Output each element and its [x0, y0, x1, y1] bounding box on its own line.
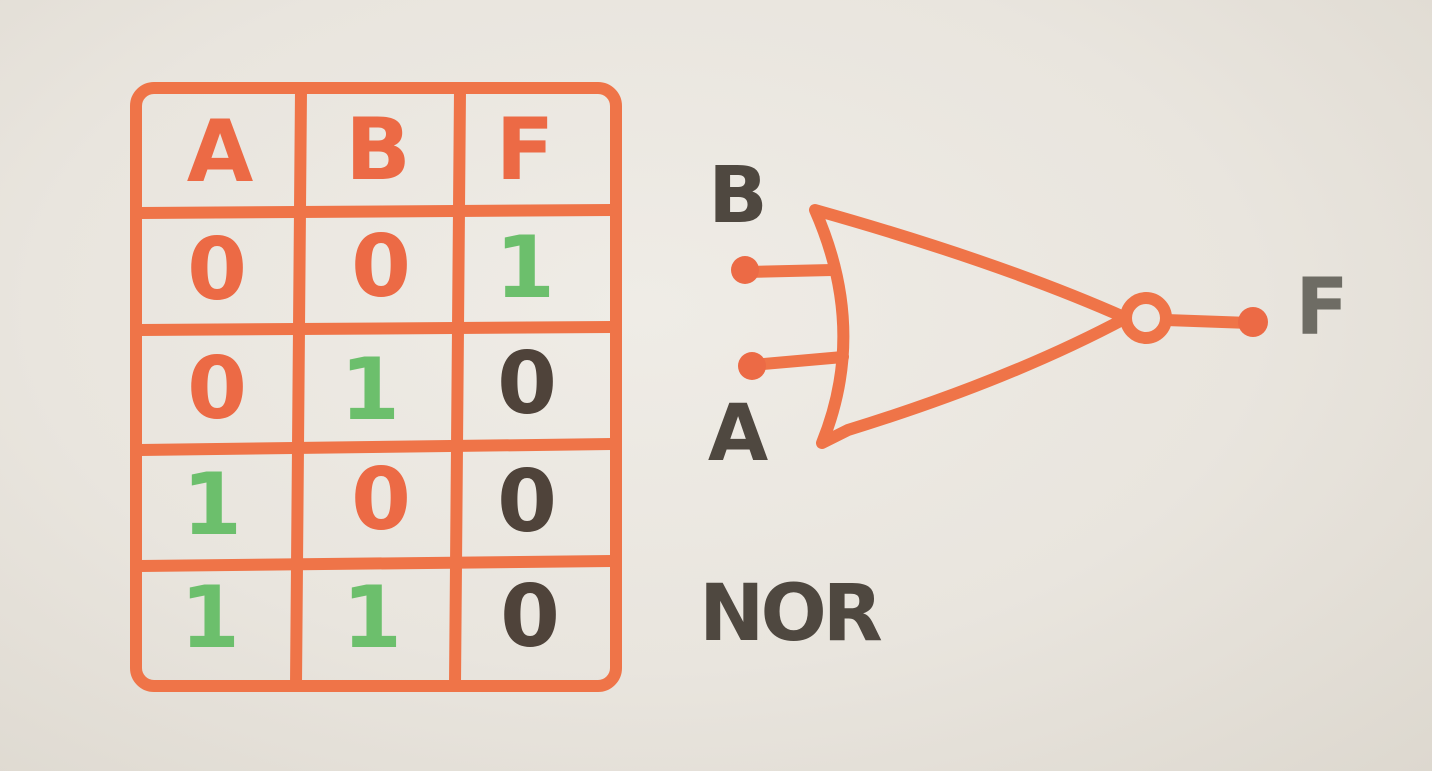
table-row-divider	[134, 555, 618, 572]
table-header-b: B	[345, 100, 411, 200]
table-header-row: A B F	[187, 100, 555, 202]
table-row: 1 0 0	[182, 450, 557, 555]
table-cell: 0	[351, 450, 411, 550]
input-b-wire	[739, 264, 838, 278]
table-column-divider	[449, 84, 466, 690]
input-a-label: A	[708, 389, 768, 479]
table-row: 0 1 0	[187, 334, 557, 440]
table-cell: 1	[495, 218, 555, 318]
wire-terminals	[731, 256, 1268, 380]
table-row-divider	[134, 438, 618, 456]
table-cell: 0	[497, 452, 557, 552]
table-cell: 0	[187, 220, 247, 320]
input-a-wire	[746, 351, 849, 371]
output-wire	[1160, 314, 1256, 329]
table-column-divider	[290, 84, 307, 690]
table-cell: 1	[340, 340, 400, 440]
table-cell: 1	[180, 568, 240, 668]
output-terminal	[1238, 307, 1268, 337]
table-row: 1 1 0	[180, 567, 560, 668]
table-cell: 0	[497, 334, 557, 434]
table-row: 0 0 1	[187, 217, 555, 320]
table-cell: 1	[182, 455, 242, 555]
table-cell: 0	[500, 567, 560, 667]
input-a-terminal	[738, 352, 766, 380]
output-f-label: F	[1295, 263, 1348, 353]
gate-body	[809, 204, 1132, 449]
table-header-f: F	[496, 100, 555, 200]
gate-name: NOR	[699, 569, 882, 659]
table-cell: 0	[187, 339, 247, 439]
table-cell: 1	[342, 568, 402, 668]
nor-gate-symbol	[739, 204, 1256, 449]
input-b-label: B	[708, 151, 767, 241]
truth-table	[130, 82, 622, 692]
table-header-a: A	[187, 102, 254, 202]
table-row-divider	[134, 321, 618, 336]
table-cell: 0	[351, 217, 411, 317]
table-border	[130, 82, 622, 692]
table-row-divider	[134, 204, 618, 219]
input-b-terminal	[731, 256, 759, 284]
inversion-bubble	[1120, 292, 1172, 344]
